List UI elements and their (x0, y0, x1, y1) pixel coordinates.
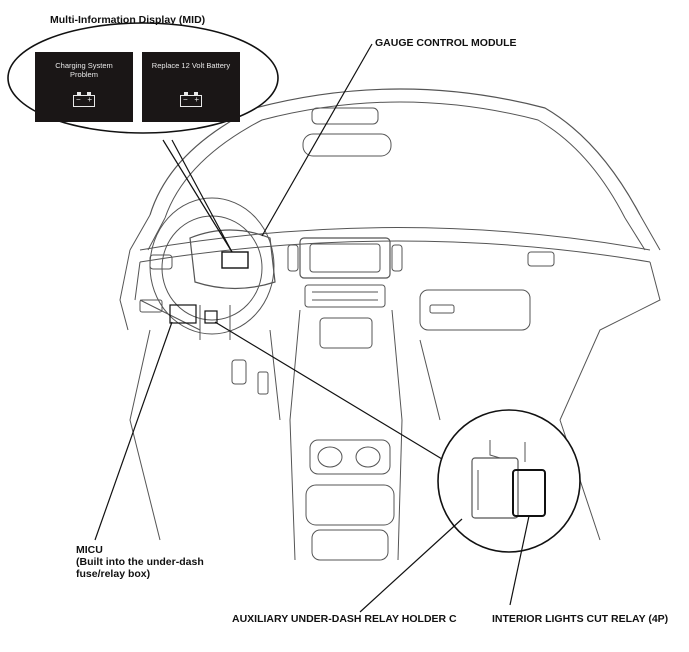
label-interior-lights-cut-relay: INTERIOR LIGHTS CUT RELAY (4P) (492, 613, 669, 625)
label-mid-title: Multi-Information Display (MID) (50, 14, 206, 26)
center-console (289, 309, 403, 561)
console-storage (319, 317, 373, 349)
center-display (299, 237, 391, 279)
micu-box (169, 304, 197, 324)
a-pillar-left (129, 214, 166, 251)
leader-mid-2 (162, 139, 233, 253)
leader-relay (214, 321, 443, 460)
hvac-buttons (312, 291, 378, 301)
dash-top (139, 227, 651, 251)
cupholder-left (317, 446, 343, 468)
floor-left (129, 329, 281, 541)
cupholder-right (355, 446, 381, 468)
side-vent-right (527, 251, 555, 267)
battery-icon: −+ (73, 92, 95, 107)
gauge-control-module (221, 251, 249, 269)
mid-message-right: Replace 12 Volt Battery (151, 61, 231, 70)
center-vent-left (287, 244, 299, 272)
leader-interior (509, 515, 530, 606)
label-micu-line2: (Built into the under-dash (76, 556, 204, 569)
rearview-mirror (302, 133, 392, 157)
leader-mid-1 (171, 139, 233, 253)
hvac-panel (304, 284, 386, 308)
glovebox (419, 289, 531, 331)
steering-column (199, 305, 231, 340)
pedal-accel (257, 371, 269, 395)
leader-gauge (261, 43, 373, 237)
label-aux-relay-holder: AUXILIARY UNDER-DASH RELAY HOLDER C (232, 613, 457, 625)
mid-replace-battery: Replace 12 Volt Battery −+ (142, 52, 240, 122)
dash-lower (134, 261, 661, 421)
pedal-brake (231, 359, 247, 385)
side-vent-left (149, 254, 173, 270)
label-micu-line1: MICU (76, 544, 103, 556)
windshield-frame (149, 88, 641, 216)
console-armrest (305, 484, 395, 526)
relay-holder-small (204, 310, 218, 324)
mid-message-left: Charging System Problem (55, 61, 113, 79)
door-switch-left (139, 299, 163, 313)
gauge-hood (189, 229, 276, 290)
console-cupholder (309, 439, 391, 475)
mid-charging-system-problem: Charging System Problem −+ (35, 52, 133, 122)
dash-line-2 (139, 240, 651, 263)
label-micu-line3: fuse/relay box) (76, 568, 151, 581)
leader-aux (359, 518, 463, 613)
relay-callout-circle (437, 409, 581, 553)
console-lid (311, 529, 389, 561)
leader-micu (94, 321, 173, 541)
glovebox-handle (429, 304, 455, 314)
a-pillar-right (624, 214, 661, 251)
door-left (119, 249, 131, 331)
steering-wheel-inner (161, 215, 263, 321)
center-vent-right (391, 244, 403, 272)
windshield-inner (164, 101, 626, 219)
label-gauge-control-module: GAUGE CONTROL MODULE (375, 37, 517, 49)
relay-holder-c (471, 457, 519, 519)
roof-console (311, 107, 379, 125)
label-micu: MICU (Built into the under-dash fuse/rel… (76, 544, 204, 580)
battery-icon: −+ (180, 92, 202, 107)
relay-holder-top (477, 440, 526, 510)
center-display-screen (309, 243, 381, 273)
